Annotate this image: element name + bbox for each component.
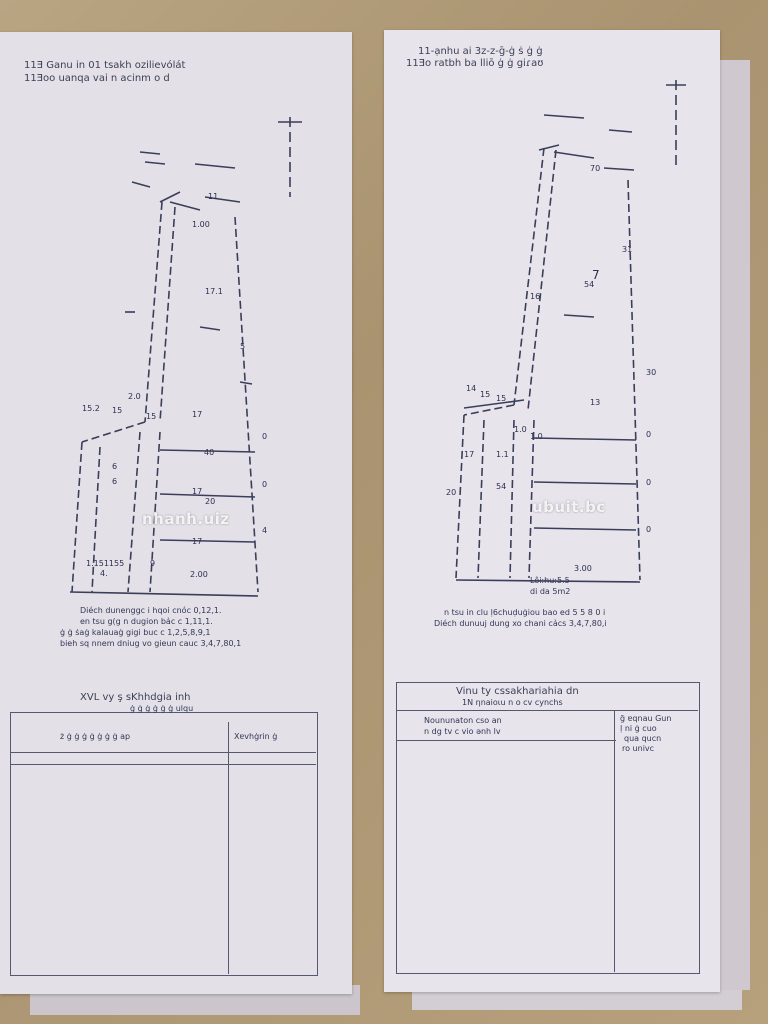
dim-label: 3.00 [574,564,592,573]
right-table-col1-line1: Noununaton cso an [424,716,502,725]
dim-label: 30 [646,368,657,377]
dim-label: 0 [646,430,652,439]
right-table-col1-line2: n dg tv c vio ǝnh lv [424,727,501,736]
left-table-header-rule [10,752,316,753]
right-table-header-rule [396,710,698,711]
dim-label: 15 [112,406,123,415]
dim-label: 2.0 [128,392,141,401]
dim-label: 13 [590,398,601,407]
dim-label: 6 [112,477,118,486]
right-area-line1: Lôi:hu:5.5 [530,576,570,585]
dim-label: 4. [100,569,108,578]
left-watermark: nhanh.uiz [142,510,230,528]
right-table-subtitle: 1N ηnaiοιu n o cv cynchs [462,698,563,707]
dim-label: 20 [205,497,216,506]
dim-label: 17 [464,450,475,459]
dim-label: 1.0 [514,425,527,434]
dim-label: 17 [192,410,203,419]
dim-label: 4 [262,526,268,535]
left-note-2: en tsu g(g n dugion bảc c 1,11,1. [80,617,213,626]
dim-label: 11 [208,192,219,201]
left-note-4: bieh sq nnem dniug vo gieun cauc 3,4,7,8… [60,639,242,648]
dim-label: 40 [204,448,215,457]
dim-label: 5 [240,342,246,351]
left-document: 11Ǝ Ganu in 01 tsakh ozilievólát 11Ǝoo u… [0,32,352,994]
left-land-plot [69,117,302,597]
dim-label: 54 [496,482,507,491]
right-document: 11-ạnhu ai 3z-z-ḡ-ġ ṡ ġ ġ 11Ǝo ratbh ba … [384,30,720,992]
left-header-line2: 11Ǝoo uanqa vai n acinm o d [24,73,170,84]
left-note-3: ġ ġ ṡaġ kalauaġ gigi buc c 1,2,5,8,9,1 [60,628,211,637]
dim-label: 55 [114,559,125,568]
right-header-line2: 11Ǝo ratbh ba lliō ġ ġ giɾaʊ [406,58,544,69]
right-table-title: Vinu ty cssakhariahia dn [456,686,579,697]
left-table-title: XVL vy ş sKhhdgia inh [80,692,191,703]
dim-label: 20 [446,488,457,497]
left-table-col2: Xɐvhġrin ġ [234,732,278,741]
right-area-line2: di da 5m2 [530,587,571,596]
dim-label: 70 [590,164,601,173]
dim-label: 15 [480,390,491,399]
left-note-1: Diéch dunenggc i hqoi cnóc 0,12,1. [80,606,222,615]
dim-label: 9 [150,559,156,568]
right-table-col2-line3: qua qucn [624,734,662,743]
left-table-col1: ż ġ ġ ġ ġ ġ ġ ġ ap [60,732,131,741]
dim-label: 16 [530,292,541,301]
right-table-header-rule [396,740,616,741]
left-header-line1: 11Ǝ Ganu in 01 tsakh ozilievólát [24,60,186,71]
dim-label: 15.2 [82,404,100,413]
dim-label: 1.1511 [86,559,114,568]
dim-label: 7 [592,268,600,282]
right-land-plot [455,80,686,583]
left-table-header-rule [10,764,316,765]
dim-label: 17 [192,487,203,496]
right-header-line1: 11-ạnhu ai 3z-z-ḡ-ġ ṡ ġ ġ [418,46,543,57]
right-note-1: n tsu in clu ḷ6chuḍuġiou bao ed 5 5 8 0 … [444,608,606,617]
right-verification-table [396,682,700,974]
right-watermark: ubuit.bc [532,498,606,516]
dim-label: 17 [192,537,203,546]
dim-label: 1.0 [530,432,543,441]
dim-label: 2.00 [190,570,208,579]
dim-label: 17.1 [205,287,223,296]
right-table-col-divider [614,710,615,972]
dim-label: 0 [262,432,268,441]
right-table-col2-line1: ḡ ɐqnau Gun [620,714,672,723]
dim-label: 1.00 [192,220,210,229]
dim-label: 0 [646,478,652,487]
right-table-col2-line4: ro univc [622,744,655,753]
right-note-2: Diéch dunuuj dung xo chani cảcs 3,4,7,80… [434,619,607,628]
dim-label: 0 [262,480,268,489]
dim-label: 15 [496,394,507,403]
dim-label: 14 [466,384,477,393]
dim-label: 1.1 [496,450,509,459]
dim-label: 15 [146,412,157,421]
dim-label: 0 [646,525,652,534]
left-verification-table [10,712,318,976]
left-table-subtitle: ġ ġ ġ ġ ġ ġ ulqu [130,704,194,713]
dim-label: 31 [622,245,633,254]
dim-label: 6 [112,462,118,471]
dim-label: 54 [584,280,595,289]
right-table-col2-line2: ḷ ni ġ cuo [620,724,657,733]
left-table-col-divider [228,722,229,974]
